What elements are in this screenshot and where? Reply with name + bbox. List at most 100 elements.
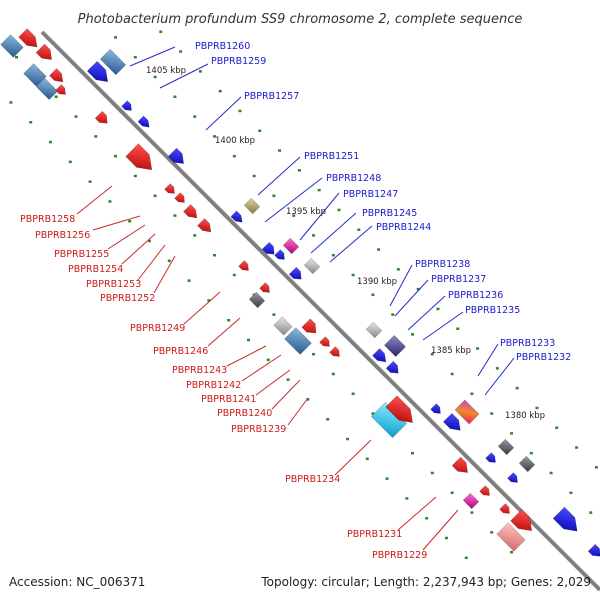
forward-cds[interactable] xyxy=(288,266,305,283)
gene-feature[interactable] xyxy=(35,77,59,101)
gene-label[interactable]: PBPRB1240 xyxy=(217,408,272,419)
leader-line xyxy=(255,369,291,396)
reverse-cds[interactable] xyxy=(18,28,42,52)
forward-cds[interactable] xyxy=(552,506,583,537)
reverse-cds[interactable] xyxy=(55,84,69,98)
gene-label[interactable]: PBPRB1245 xyxy=(362,208,417,219)
tick-dot xyxy=(555,426,559,429)
tick-dot xyxy=(238,109,242,113)
gene-feature[interactable] xyxy=(462,492,480,510)
gene-label[interactable]: PBPRB1249 xyxy=(130,323,185,334)
forward-cds[interactable] xyxy=(274,249,288,263)
reverse-cds[interactable] xyxy=(35,43,56,64)
forward-cds[interactable] xyxy=(137,115,152,130)
gene-label[interactable]: PBPRB1243 xyxy=(172,365,227,376)
gene-label[interactable]: PBPRB1229 xyxy=(372,550,427,561)
gene-label[interactable]: PBPRB1232 xyxy=(516,352,571,363)
tick-dot xyxy=(133,55,137,59)
reverse-cds[interactable] xyxy=(197,218,215,236)
forward-cds[interactable] xyxy=(507,472,521,486)
leader-line xyxy=(226,345,267,367)
gene-label[interactable]: PBPRB1256 xyxy=(35,230,90,241)
gene-label[interactable]: PBPRB1258 xyxy=(20,214,75,225)
forward-cds[interactable] xyxy=(167,147,188,168)
forward-cds[interactable] xyxy=(442,412,464,434)
gene-label[interactable]: PBPRB1242 xyxy=(186,380,241,391)
gene-feature[interactable] xyxy=(365,321,383,339)
reverse-cds[interactable] xyxy=(174,192,188,206)
reverse-cds[interactable] xyxy=(329,346,343,360)
gene-label[interactable]: PBPRB1257 xyxy=(244,91,299,102)
leader-line xyxy=(389,264,413,307)
gene-feature[interactable] xyxy=(497,438,515,456)
leader-line xyxy=(310,212,357,254)
gene-label[interactable]: PBPRB1235 xyxy=(465,305,520,316)
forward-cds[interactable] xyxy=(485,452,499,466)
forward-cds[interactable] xyxy=(587,543,600,560)
tick-dot xyxy=(258,129,262,132)
gene-label[interactable]: PBPRB1252 xyxy=(100,293,155,304)
reverse-cds[interactable] xyxy=(259,282,273,296)
forward-cds[interactable] xyxy=(385,360,402,377)
gene-label[interactable]: PBPRB1239 xyxy=(231,424,286,435)
gene-feature[interactable] xyxy=(518,455,536,473)
tick-dot xyxy=(286,378,290,381)
forward-cds[interactable] xyxy=(261,241,278,258)
tick-dot xyxy=(198,70,202,73)
gene-label[interactable]: PBPRB1247 xyxy=(343,189,398,200)
gene-label[interactable]: PBPRB1237 xyxy=(431,274,486,285)
gene-feature[interactable] xyxy=(284,327,312,355)
gene-label[interactable]: PBPRB1251 xyxy=(304,151,359,162)
gene-label[interactable]: PBPRB1233 xyxy=(500,338,555,349)
reverse-cds[interactable] xyxy=(125,143,159,177)
gene-feature[interactable] xyxy=(454,399,480,425)
gene-label[interactable]: PBPRB1241 xyxy=(201,394,256,405)
forward-cds[interactable] xyxy=(86,60,112,86)
tick-dot xyxy=(416,287,420,291)
tick-dot xyxy=(510,550,514,554)
reverse-cds[interactable] xyxy=(301,318,320,337)
gene-label[interactable]: PBPRB1259 xyxy=(211,56,266,67)
gene-feature[interactable] xyxy=(248,291,266,309)
gene-feature[interactable] xyxy=(23,63,47,87)
gene-label[interactable]: PBPRB1248 xyxy=(326,173,381,184)
reverse-cds[interactable] xyxy=(451,456,472,477)
reverse-cds[interactable] xyxy=(499,503,513,517)
reverse-cds[interactable] xyxy=(319,336,333,350)
gene-feature[interactable] xyxy=(99,48,127,76)
leader-line xyxy=(241,354,282,382)
forward-cds[interactable] xyxy=(430,403,444,417)
reverse-cds[interactable] xyxy=(385,395,419,429)
gene-label[interactable]: PBPRB1244 xyxy=(376,222,431,233)
gene-label[interactable]: PBPRB1238 xyxy=(415,259,470,270)
gene-label[interactable]: PBPRB1231 xyxy=(347,529,402,540)
forward-cds[interactable] xyxy=(372,348,390,366)
reverse-cds[interactable] xyxy=(94,110,111,127)
leader-line xyxy=(397,496,437,531)
gene-label[interactable]: PBPRB1246 xyxy=(153,346,208,357)
reverse-cds[interactable] xyxy=(238,260,252,274)
tick-dot xyxy=(114,36,118,39)
reverse-cds[interactable] xyxy=(479,485,493,499)
tick-dot xyxy=(227,318,231,322)
gene-label[interactable]: PBPRB1255 xyxy=(54,249,109,260)
gene-feature[interactable] xyxy=(243,197,261,215)
reverse-cds[interactable] xyxy=(164,183,178,197)
gene-feature[interactable] xyxy=(273,316,293,336)
gene-label[interactable]: PBPRB1234 xyxy=(285,474,340,485)
forward-cds[interactable] xyxy=(121,100,135,114)
tick-dot xyxy=(232,154,236,158)
gene-feature[interactable] xyxy=(282,237,300,255)
gene-feature[interactable] xyxy=(383,334,407,358)
gene-label[interactable]: PBPRB1260 xyxy=(195,41,250,52)
reverse-cds[interactable] xyxy=(49,68,67,86)
gene-label[interactable]: PBPRB1236 xyxy=(448,290,503,301)
gene-feature[interactable] xyxy=(0,34,24,58)
gene-feature[interactable] xyxy=(496,522,526,552)
reverse-cds[interactable] xyxy=(183,204,201,222)
gene-label[interactable]: PBPRB1254 xyxy=(68,264,123,275)
forward-cds[interactable] xyxy=(230,210,245,225)
gene-feature[interactable] xyxy=(303,257,321,275)
reverse-cds[interactable] xyxy=(510,509,538,537)
gene-label[interactable]: PBPRB1253 xyxy=(86,279,141,290)
